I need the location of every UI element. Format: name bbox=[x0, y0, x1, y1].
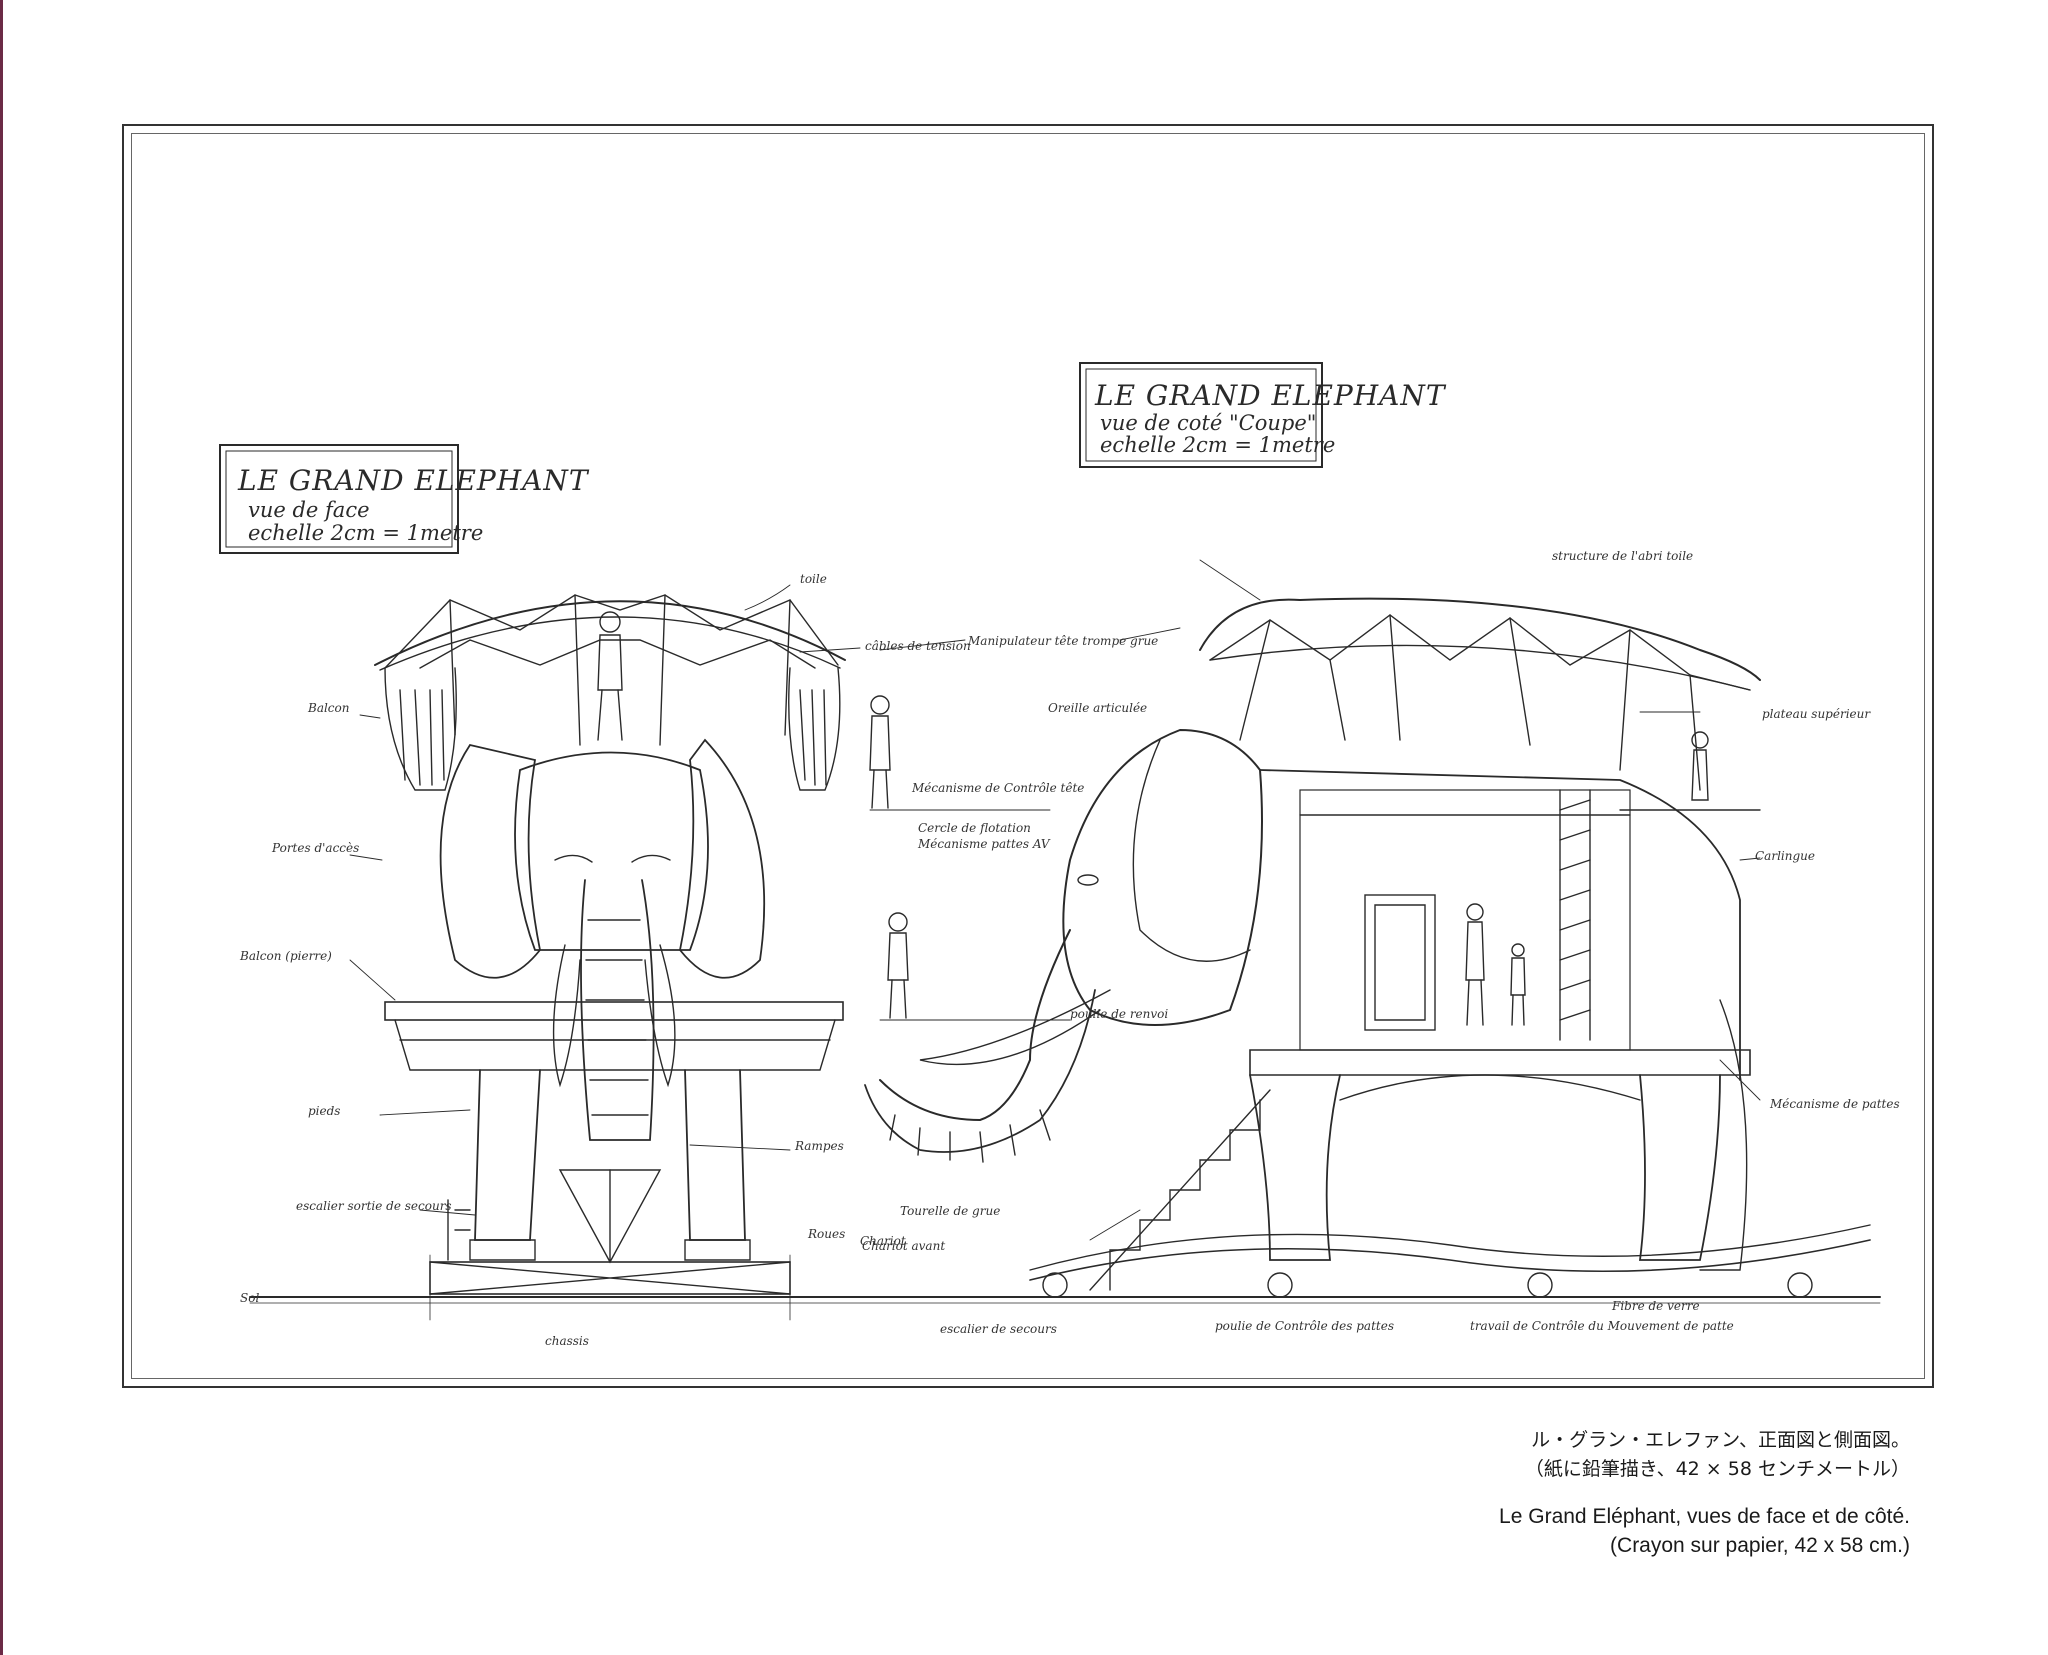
annotation: Fibre de verre bbox=[1611, 1299, 1700, 1313]
annotation: structure de l'abri toile bbox=[1552, 549, 1693, 563]
drawing-frame-inner bbox=[131, 133, 1925, 1379]
side-view-elephant bbox=[864, 597, 1871, 1298]
front-title: LE GRAND ELEPHANT bbox=[237, 464, 590, 497]
annotation: Mécanisme pattes AV bbox=[917, 837, 1051, 851]
front-view-elephant bbox=[374, 594, 846, 1321]
caption-jp-line2: （紙に鉛筆描き、42 × 58 センチメートル） bbox=[1524, 1458, 1910, 1480]
annotation: chassis bbox=[545, 1334, 589, 1348]
annotation: poulie de Contrôle des pattes bbox=[1215, 1319, 1394, 1333]
annotation: Mécanisme de pattes bbox=[1769, 1097, 1900, 1111]
annotation: Mécanisme de Contrôle tête bbox=[911, 781, 1084, 795]
annotations-side: Manipulateur tête trompe grue Oreille ar… bbox=[862, 549, 1900, 1336]
title-block-front bbox=[219, 444, 459, 554]
front-view-label: vue de face bbox=[248, 498, 370, 522]
annotation: Chariot avant bbox=[862, 1239, 945, 1253]
caption-fr-line1: Le Grand Eléphant, vues de face et de cô… bbox=[1499, 1505, 1910, 1528]
annotation: Cercle de flotation bbox=[918, 821, 1031, 835]
drawing-frame-outer bbox=[122, 124, 1934, 1388]
leader-lines bbox=[349, 559, 1761, 1241]
annotation: Carlingue bbox=[1755, 849, 1815, 863]
annotation: escalier sortie de secours bbox=[296, 1199, 452, 1213]
annotation: poulie de renvoi bbox=[1070, 1007, 1168, 1021]
annotations-front: toile Balcon Portes d'accès Balcon (pier… bbox=[239, 572, 971, 1348]
annotation: Oreille articulée bbox=[1048, 701, 1147, 715]
annotation: Tourelle de grue bbox=[900, 1204, 1000, 1218]
title-block-side bbox=[1079, 362, 1323, 468]
annotation: Portes d'accès bbox=[271, 841, 359, 855]
annotation: pieds bbox=[308, 1104, 340, 1118]
annotation: Balcon (pierre) bbox=[239, 949, 332, 963]
annotation: plateau supérieur bbox=[1762, 707, 1871, 721]
annotation: Rampes bbox=[794, 1139, 844, 1153]
side-title: LE GRAND ELEPHANT bbox=[1094, 379, 1447, 412]
annotation: Balcon bbox=[307, 701, 349, 715]
title-block-side-text: LE GRAND ELEPHANT vue de coté "Coupe" ec… bbox=[1094, 379, 1447, 457]
annotation: Sol bbox=[240, 1291, 259, 1305]
annotation: toile bbox=[800, 572, 827, 586]
caption-fr-line2: (Crayon sur papier, 42 x 58 cm.) bbox=[1610, 1534, 1910, 1557]
page-edge-line bbox=[0, 0, 3, 1655]
annotation: câbles de tension bbox=[865, 639, 971, 653]
annotation: travail de Contrôle du Mouvement de patt… bbox=[1470, 1319, 1734, 1333]
annotation: escalier de secours bbox=[940, 1322, 1057, 1336]
figure-caption: ル・グラン・エレファン、正面図と側面図。 （紙に鉛筆描き、42 × 58 センチ… bbox=[1210, 1426, 1910, 1560]
title-block-front-text: LE GRAND ELEPHANT vue de face echelle 2c… bbox=[237, 464, 590, 545]
annotation: Roues bbox=[807, 1227, 845, 1241]
side-view-label: vue de coté "Coupe" bbox=[1100, 411, 1316, 435]
scale-figures bbox=[869, 695, 1071, 1021]
front-scale-label: echelle 2cm = 1metre bbox=[248, 521, 483, 545]
annotation: Manipulateur tête trompe grue bbox=[967, 634, 1158, 648]
side-scale-label: echelle 2cm = 1metre bbox=[1100, 433, 1335, 457]
annotation: Chariot bbox=[860, 1234, 906, 1248]
caption-jp-line1: ル・グラン・エレファン、正面図と側面図。 bbox=[1531, 1429, 1910, 1451]
